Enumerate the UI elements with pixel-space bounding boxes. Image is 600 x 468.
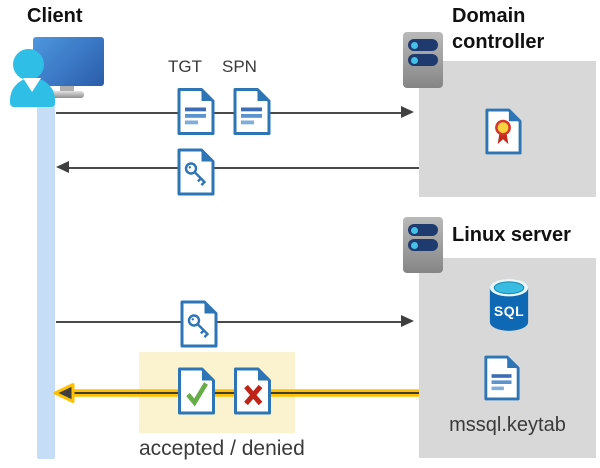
server-slot <box>408 224 438 236</box>
domain-controller-server-icon <box>403 32 443 88</box>
server-led <box>411 41 418 49</box>
tgt-doc-icon <box>176 86 216 137</box>
server-led <box>411 241 418 249</box>
ticket-response-arrow-line <box>68 167 419 169</box>
sql-database-label: SQL <box>493 303 525 319</box>
client-title: Client <box>27 5 83 27</box>
service-ticket-key-doc-icon <box>178 299 220 349</box>
service-request-arrowhead-icon <box>401 315 414 327</box>
tgt-label: TGT <box>168 57 202 76</box>
spn-label: SPN <box>222 57 257 76</box>
domain-controller-title: Domain controller <box>452 5 545 53</box>
request-arrow-line <box>56 112 402 114</box>
server-slot <box>408 239 438 251</box>
person-icon-body <box>10 78 55 107</box>
keytab-doc-icon <box>483 353 521 403</box>
spn-doc-icon <box>232 86 272 137</box>
service-ticket-key-doc-icon <box>175 147 217 197</box>
server-slot <box>408 54 438 66</box>
certificate-doc-icon <box>484 107 523 156</box>
person-icon-collar <box>23 78 41 92</box>
linux-server-icon <box>403 217 443 273</box>
linux-server-title: Linux server <box>452 224 571 246</box>
server-slot <box>408 39 438 51</box>
monitor-stand-base <box>50 91 84 98</box>
monitor-stand-neck <box>60 84 74 93</box>
result-label: accepted / denied <box>139 437 305 460</box>
service-request-arrow-line <box>56 321 402 323</box>
keytab-label: mssql.keytab <box>449 414 566 436</box>
accepted-doc-icon <box>176 366 217 416</box>
monitor-icon <box>33 37 104 86</box>
denied-doc-icon <box>232 366 273 416</box>
request-arrowhead-icon <box>401 106 414 118</box>
person-icon-head <box>13 49 44 80</box>
ticket-response-arrowhead-icon <box>56 161 69 173</box>
server-led <box>411 226 418 234</box>
client-timeline-bar <box>37 90 55 459</box>
sql-database-icon <box>487 277 531 338</box>
server-led <box>411 56 418 64</box>
